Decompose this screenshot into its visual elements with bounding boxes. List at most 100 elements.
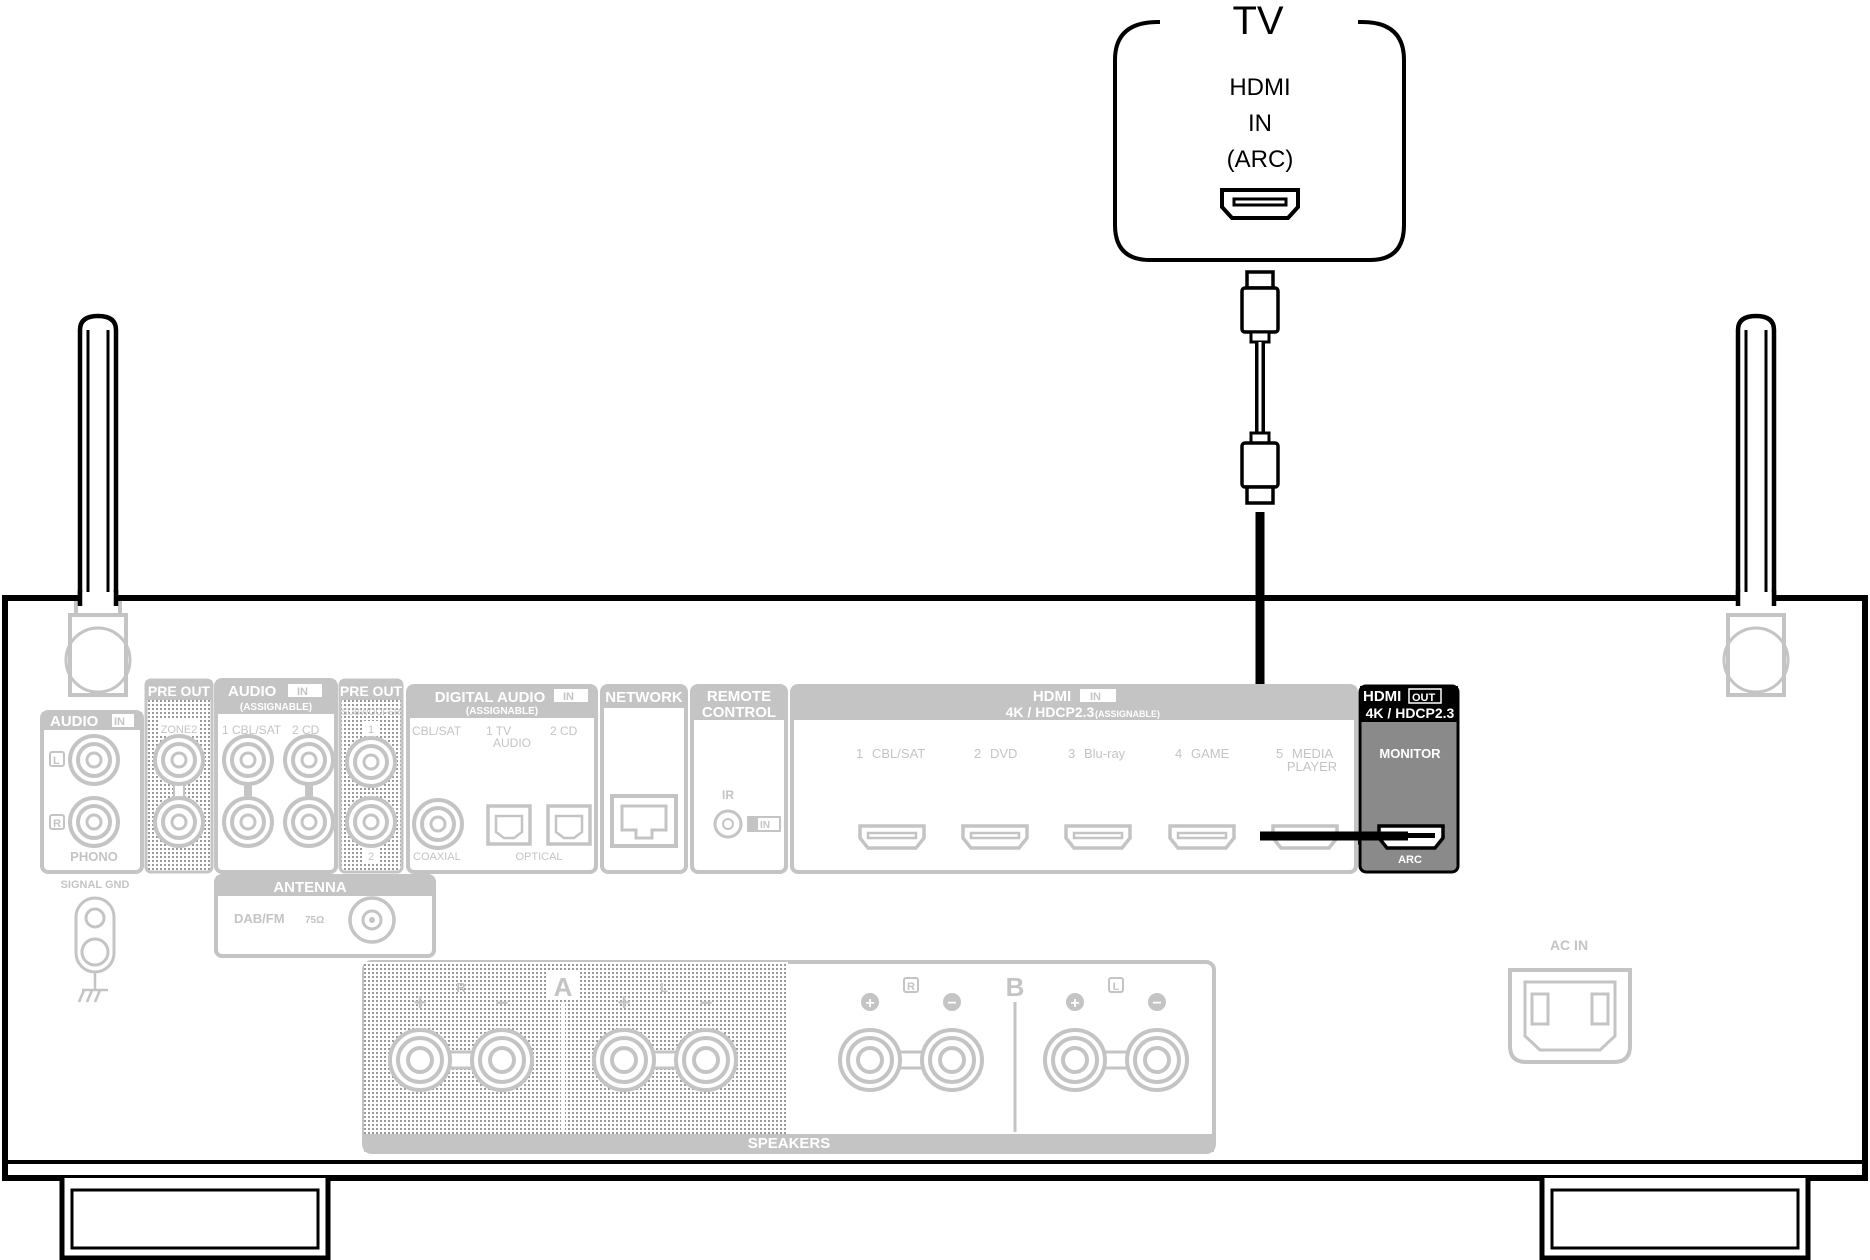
hdmi-plug-top-tip (1245, 270, 1275, 290)
audio-in-phono-header: AUDIO (50, 713, 99, 730)
hdmi-input-3-name: Blu-ray (1084, 746, 1126, 761)
speaker-a-r-minus-terminal[interactable] (470, 1028, 534, 1092)
monitor-label: MONITOR (1379, 746, 1441, 761)
signal-gnd-label: SIGNAL GND (61, 879, 130, 891)
speaker-b-l-minus-terminal[interactable] (1125, 1028, 1189, 1092)
hdmi-input-2-name: DVD (990, 746, 1017, 761)
digital-cbl-sat-label: CBL/SAT (412, 724, 462, 738)
hdmi-input-1[interactable]: 1 CBL/SAT (856, 746, 926, 850)
speaker-a-r-plus-terminal[interactable] (388, 1028, 452, 1092)
hdmi-plug-top-body (1240, 286, 1280, 334)
sub-2-label: 2 (368, 851, 374, 863)
optical-label: OPTICAL (515, 851, 562, 863)
audio-in-assignable-header: AUDIO (228, 683, 277, 700)
pre-out-subwoofer-panel: PRE OUT SUBWOOFER 1 2 (338, 678, 404, 874)
foot-right (1539, 1178, 1811, 1260)
ir-label: IR (722, 788, 734, 802)
speaker-b-r-minus-sign: − (947, 995, 956, 1012)
audio-in-phono-badge: IN (114, 716, 125, 728)
hdmi-input-1-num: 1 (856, 746, 863, 761)
tv-port-label-in: IN (1248, 110, 1272, 137)
hdmi-input-2[interactable]: 2 DVD (961, 746, 1029, 850)
hdmi-input-5-num: 5 (1276, 746, 1283, 761)
network-header: NETWORK (605, 689, 683, 706)
antenna-panel: ANTENNA DAB/FM 75Ω (214, 874, 436, 958)
hdmi-input-1-name: CBL/SAT (872, 746, 925, 761)
pre-out-zone2-header: PRE OUT (148, 683, 211, 699)
speaker-b-l-minus-sign: − (1152, 995, 1161, 1012)
remote-header-2: CONTROL (702, 704, 776, 721)
antenna-ohms-label: 75Ω (305, 915, 324, 926)
speaker-a-r-label: R (456, 980, 466, 995)
ac-in-socket[interactable] (1508, 968, 1632, 1064)
antenna-header: ANTENNA (273, 879, 346, 896)
audio-in-assignable-sub: (ASSIGNABLE) (240, 702, 312, 713)
digital-tv-audio-label: AUDIO (493, 736, 531, 750)
tv-device: TV HDMI IN (ARC) (1113, 0, 1406, 262)
speaker-b-l-label: L (1113, 981, 1120, 993)
dab-fm-label: DAB/FM (234, 911, 285, 926)
tv-port-label-arc: (ARC) (1227, 146, 1294, 173)
hdmi-plug-bottom-body (1240, 441, 1280, 489)
subwoofer-label: SUBWOOFER (341, 707, 401, 717)
speaker-b-r-plus-terminal[interactable] (838, 1028, 902, 1092)
remote-control-panel: REMOTE CONTROL IR IN (690, 684, 788, 874)
speaker-b-r-label: R (907, 981, 915, 993)
hdmi-out-panel: HDMI OUT 4K / HDCP2.3 MONITOR ARC (1358, 684, 1460, 874)
hdmi-input-5-name2: PLAYER (1287, 759, 1337, 774)
tv-hdmi-in-port[interactable] (1220, 188, 1300, 220)
speakers-zone-a-label: A (554, 972, 573, 1002)
ethernet-port[interactable] (610, 794, 678, 848)
hdmi-input-3[interactable]: 3 Blu-ray (1064, 746, 1132, 850)
antenna-right (1722, 313, 1790, 697)
audio-in-assignable-badge: IN (297, 686, 308, 698)
hdmi-in-sub-small: (ASSIGNABLE) (1095, 709, 1160, 719)
speaker-b-r-minus-terminal[interactable] (920, 1028, 984, 1092)
sub-1-label: 1 (368, 724, 374, 736)
ac-in-panel: AC IN (1508, 937, 1632, 1064)
foot-left (59, 1178, 331, 1260)
speakers-zone-b-label: B (1006, 972, 1025, 1002)
phono-l-label: L (53, 755, 60, 767)
speaker-b-r-plus-sign: + (865, 995, 874, 1012)
speaker-a-l-minus-sign: − (700, 990, 713, 1015)
pre-out-sub-header: PRE OUT (340, 683, 403, 699)
hdmi-input-4-num: 4 (1175, 746, 1182, 761)
speaker-b-l-plus-sign: + (1070, 995, 1079, 1012)
speaker-a-l-plus-sign: + (618, 990, 631, 1015)
speaker-a-l-label: L (660, 980, 668, 995)
hdmi-input-4[interactable]: 4 GAME (1168, 746, 1236, 850)
ir-in-badge: IN (760, 820, 770, 831)
speakers-panel: SPEAKERS A B R + − L + − R + − L (362, 960, 1216, 1154)
arc-label: ARC (1398, 854, 1422, 866)
speaker-a-r-plus-sign: + (414, 990, 427, 1015)
hdmi-cable[interactable] (1240, 270, 1408, 845)
hdmi-input-5[interactable]: 5 MEDIA PLAYER (1271, 746, 1339, 850)
digital-audio-in-panel: DIGITAL AUDIO IN (ASSIGNABLE) CBL/SAT 1 … (406, 684, 598, 874)
dab-fm-antenna-jack[interactable] (348, 896, 396, 944)
optical-2-port[interactable] (546, 804, 592, 846)
network-panel: NETWORK (600, 684, 688, 874)
hdmi-out-sub: 4K / HDCP2.3 (1366, 705, 1455, 721)
signal-gnd-terminal[interactable] (74, 896, 116, 1003)
ir-in-jack[interactable] (713, 809, 743, 839)
speaker-a-l-plus-terminal[interactable] (592, 1028, 656, 1092)
hdmi-in-header: HDMI (1033, 688, 1071, 705)
hdmi-in-sub: 4K / HDCP2.3 (1006, 704, 1095, 720)
digital-tv-num-label: 1 TV (486, 724, 511, 738)
hdmi-plug-bottom-tip (1245, 485, 1275, 505)
tv-port-label-hdmi: HDMI (1229, 74, 1290, 101)
optical-1-port[interactable] (486, 804, 532, 846)
speaker-a-l-minus-terminal[interactable] (674, 1028, 738, 1092)
audio-in-phono-panel: AUDIO IN L R PHONO SIGNAL GND (40, 710, 144, 1003)
zone2-label: ZONE2 (161, 724, 198, 736)
remote-header-1: REMOTE (707, 688, 771, 705)
digital-audio-badge: IN (563, 691, 574, 703)
digital-cd-label: 2 CD (550, 724, 578, 738)
hdmi-input-2-num: 2 (974, 746, 981, 761)
phono-label: PHONO (70, 849, 118, 864)
speaker-b-l-plus-terminal[interactable] (1043, 1028, 1107, 1092)
hdmi-in-badge: IN (1090, 691, 1101, 703)
ac-in-label: AC IN (1550, 937, 1588, 953)
